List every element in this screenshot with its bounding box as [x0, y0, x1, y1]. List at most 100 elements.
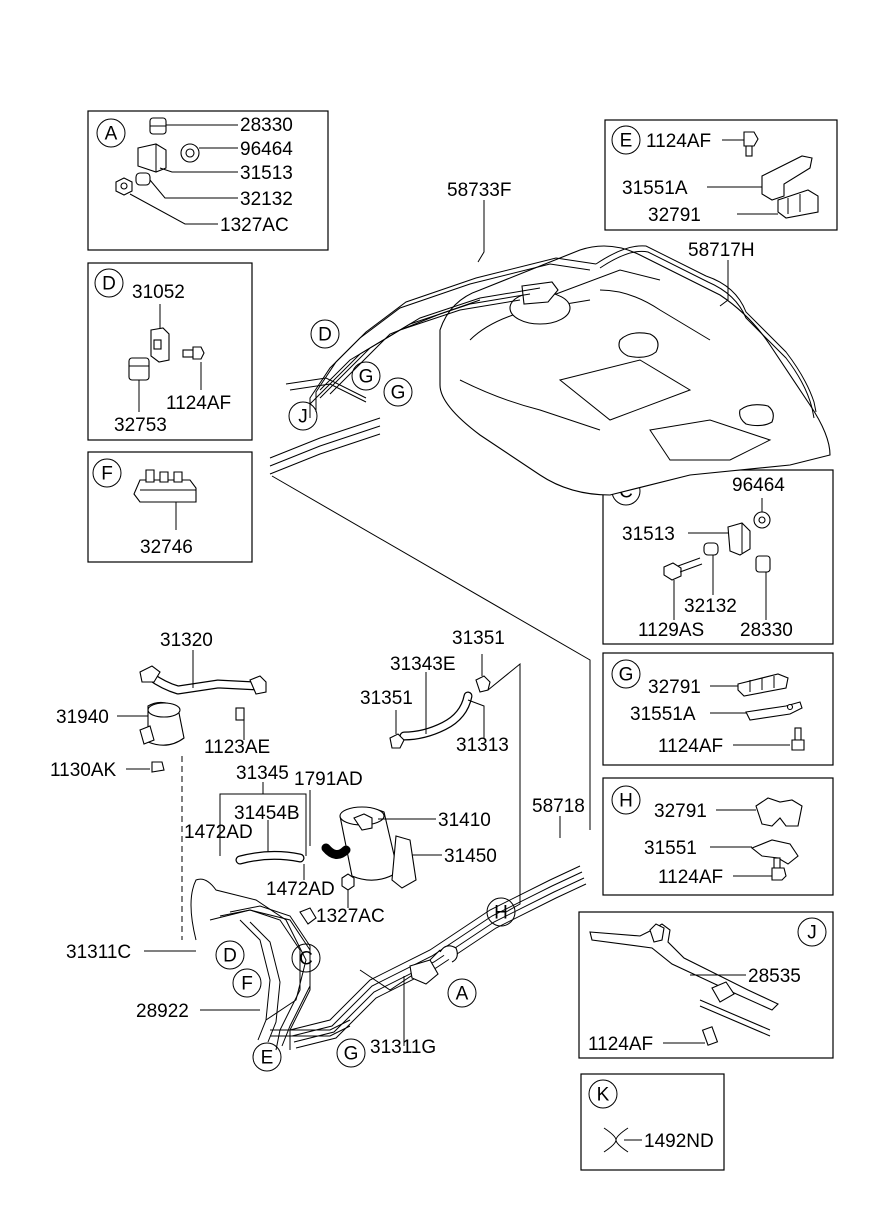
part-label-31551a-e: 31551A — [622, 178, 688, 199]
part-label-31940: 31940 — [56, 707, 109, 728]
part-32132-collar-c — [703, 542, 719, 556]
part-label-1472ad-2: 1472AD — [266, 879, 335, 900]
detail-box-f-letter: F — [101, 464, 113, 485]
part-label-1327ac: 1327AC — [220, 215, 289, 236]
part-label-31551-h: 31551 — [644, 838, 697, 859]
detail-box-f: F 32746 — [87, 451, 253, 563]
tank-callout-g-2: G — [391, 383, 406, 404]
detail-box-h-frame — [602, 777, 834, 896]
part-label-1472ad-1: 1472AD — [184, 822, 253, 843]
part-label-31313: 31313 — [456, 735, 509, 756]
detail-box-h: H 32791 31551 1124AF — [602, 777, 834, 896]
part-28330-nut-c — [755, 555, 771, 573]
part-label-58733f: 58733F — [447, 180, 511, 201]
part-1124af-bolt-h — [771, 857, 787, 881]
part-96464-grommet-c — [753, 511, 771, 529]
detail-box-c: C 96464 31513 32132 1129AS 28330 — [602, 469, 834, 645]
part-31551-bracket-h — [750, 839, 799, 865]
part-label-1123ae: 1123AE — [204, 737, 270, 758]
part-31551a-bracket-g — [745, 701, 803, 721]
part-label-31410: 31410 — [438, 810, 491, 831]
part-label-1124af-d: 1124AF — [166, 393, 231, 414]
part-label-31450: 31450 — [444, 846, 497, 867]
detail-box-c-frame — [602, 469, 834, 645]
part-32791-clip-h — [755, 797, 803, 827]
part-label-31345: 31345 — [236, 763, 289, 784]
part-label-32791-e: 32791 — [648, 205, 701, 226]
part-28330-nut — [149, 117, 167, 135]
part-1129as-bolt — [663, 557, 703, 581]
part-label-31513: 31513 — [240, 163, 293, 184]
detail-box-g: G 32791 31551A 1124AF — [602, 652, 834, 766]
main-callout-d: D — [223, 946, 237, 967]
detail-box-e-letter: E — [620, 131, 633, 152]
part-label-32753: 32753 — [114, 415, 167, 436]
main-callout-g: G — [344, 1044, 359, 1065]
detail-box-a-letter: A — [105, 124, 118, 145]
part-label-32132: 32132 — [240, 189, 293, 210]
part-label-31311g: 31311G — [370, 1037, 436, 1058]
part-31940-canister — [139, 701, 185, 746]
part-label-1124af-h: 1124AF — [658, 867, 723, 888]
detail-box-k-frame — [580, 1073, 725, 1171]
detail-box-g-frame — [602, 652, 834, 766]
detail-box-j: J 28535 1124AF — [578, 911, 834, 1059]
main-callout-e: E — [261, 1048, 274, 1069]
part-1124af-bolt-e — [743, 131, 759, 157]
part-31052-bracket — [150, 327, 170, 363]
part-label-1124af-j: 1124AF — [588, 1034, 653, 1055]
part-label-31052: 31052 — [132, 282, 185, 303]
main-callout-f: F — [241, 974, 253, 995]
vent-line-58717h — [595, 245, 817, 419]
detail-box-k-letter-circle — [588, 1079, 618, 1109]
detail-box-h-letter-circle — [611, 785, 641, 815]
part-label-28330-c: 28330 — [740, 620, 793, 641]
main-callout-a: A — [456, 984, 469, 1005]
part-label-32746: 32746 — [140, 537, 193, 558]
detail-box-k: K 1492ND — [580, 1073, 725, 1171]
part-label-31551a-g: 31551A — [630, 704, 696, 725]
part-label-32132-c: 32132 — [684, 596, 737, 617]
part-31551a-bracket-e — [761, 155, 813, 201]
part-label-58718: 58718 — [532, 796, 585, 817]
guide-line-tank-to-main — [271, 475, 591, 830]
tank-callout-j: J — [298, 407, 308, 428]
part-label-1791ad: 1791AD — [294, 769, 363, 790]
part-label-1327ac-main: 1327AC — [316, 906, 385, 927]
main-fuel-line-assembly: 31320 31940 1123AE 1130AK 31345 31454B 1… — [50, 628, 587, 1072]
part-label-32791-g: 32791 — [648, 677, 701, 698]
detail-box-f-frame — [87, 451, 253, 563]
part-label-31454b: 31454B — [234, 803, 300, 824]
detail-box-j-frame — [578, 911, 834, 1059]
part-label-31311c: 31311C — [66, 942, 131, 963]
part-32791-clip-e — [777, 189, 819, 219]
part-1124af-bolt-g — [791, 727, 805, 751]
part-96464-grommet — [180, 143, 200, 163]
part-31513-bracket-c — [727, 522, 751, 556]
detail-box-j-letter-circle — [797, 917, 827, 947]
detail-box-f-letter-circle — [92, 458, 122, 488]
part-label-31351-1: 31351 — [452, 628, 505, 649]
part-label-96464: 96464 — [240, 139, 293, 160]
detail-box-d: D 31052 1124AF 32753 — [87, 262, 253, 441]
part-label-1129as: 1129AS — [638, 620, 704, 641]
detail-box-g-letter: G — [619, 665, 634, 686]
part-label-1492nd: 1492ND — [644, 1131, 714, 1152]
part-1327ac-nut — [115, 177, 133, 196]
part-1492nd-clip — [603, 1127, 629, 1153]
detail-box-e-frame — [604, 119, 838, 231]
part-label-31351-2: 31351 — [360, 688, 413, 709]
part-32791-clip-g — [737, 673, 789, 697]
part-31410-fuel-filter — [339, 806, 399, 881]
part-label-1130ak: 1130AK — [50, 760, 117, 781]
fuel-tank-body — [439, 245, 831, 496]
part-label-1124af-e: 1124AF — [646, 131, 711, 152]
part-32746-clip — [133, 469, 197, 503]
part-label-31320: 31320 — [160, 630, 213, 651]
part-label-31343e: 31343E — [390, 654, 456, 675]
part-1124af-bolt — [182, 346, 205, 360]
fuel-tank-assembly: 58733F 58717H D G G J — [269, 180, 831, 496]
part-label-58717h: 58717H — [688, 240, 755, 261]
part-32132-collar — [135, 172, 151, 186]
detail-box-h-letter: H — [619, 791, 633, 812]
